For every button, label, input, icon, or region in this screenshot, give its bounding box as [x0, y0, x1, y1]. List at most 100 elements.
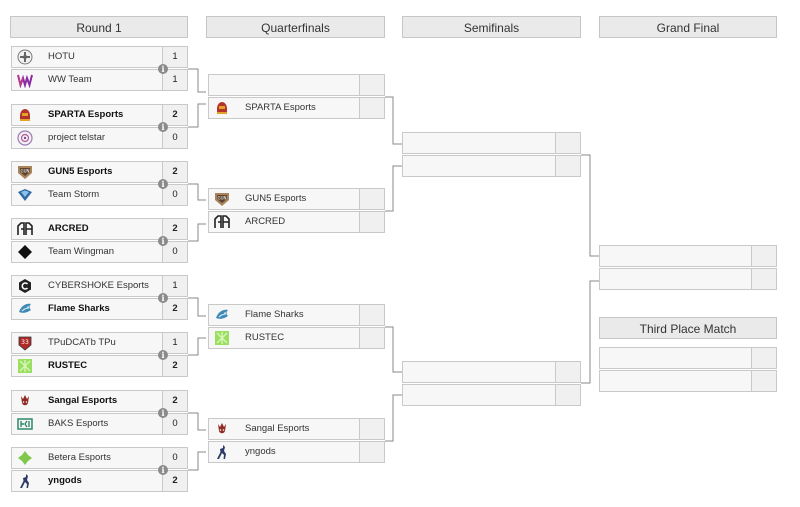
round1-match-7[interactable]: Sangal Esports 2 BAKS Esports 0 i — [11, 390, 188, 436]
round1-match-5-team-top[interactable]: CYBERSHOKE Esports 1 — [11, 275, 188, 297]
team-name: Flame Sharks — [245, 309, 304, 320]
team-name: RUSTEC — [245, 332, 285, 343]
team-name: project telstar — [48, 132, 106, 143]
round-header-round-1: Round 1 — [10, 16, 188, 38]
team-name: RUSTEC — [48, 360, 88, 371]
gun5-logo-icon: GUN — [214, 191, 230, 207]
quarterfinals-match-3-team-bottom[interactable]: RUSTEC — [208, 327, 385, 349]
quarterfinals-match-4-team-bottom[interactable]: yngods — [208, 441, 385, 463]
team-score — [359, 212, 384, 232]
quarterfinals-match-3-team-top[interactable]: Flame Sharks — [208, 304, 385, 326]
round1-match-8[interactable]: Betera Esports 0 yngods 2 i — [11, 447, 188, 493]
team-score: 1 — [162, 47, 187, 67]
arcred-logo-icon — [17, 221, 33, 237]
quarterfinals-match-2[interactable]: GUN GUN5 Esports ARCRED — [208, 188, 385, 234]
ww-team-logo-icon — [17, 72, 33, 88]
grand-final-team-bottom-slot[interactable] — [599, 268, 777, 290]
team-name: Betera Esports — [48, 452, 111, 463]
match-info-icon[interactable]: i — [158, 408, 168, 418]
team-score: 0 — [162, 185, 187, 205]
round1-match-4-team-top[interactable]: ARCRED 2 — [11, 218, 188, 240]
quarterfinals-match-1[interactable]: SPARTA Esports — [208, 74, 385, 120]
svg-text:GUN: GUN — [217, 196, 226, 201]
match-info-icon[interactable]: i — [158, 64, 168, 74]
hotu-logo-icon — [17, 49, 33, 65]
round1-match-2-team-top[interactable]: SPARTA Esports 2 — [11, 104, 188, 126]
score-cell — [555, 156, 580, 176]
quarterfinals-match-4-team-top[interactable]: Sangal Esports — [208, 418, 385, 440]
score-cell — [751, 371, 776, 391]
team-name: Sangal Esports — [245, 423, 310, 434]
rustec-logo-icon — [17, 358, 33, 374]
round1-match-1-team-top[interactable]: HOTU 1 — [11, 46, 188, 68]
telstar-logo-icon — [17, 130, 33, 146]
flame-sharks-logo-icon — [17, 301, 33, 317]
semifinal-match-2[interactable] — [402, 361, 581, 407]
round1-match-2-team-bottom[interactable]: project telstar 0 — [11, 127, 188, 149]
team-name: HOTU — [48, 51, 75, 62]
round1-match-1-team-bottom[interactable]: WW Team 1 — [11, 69, 188, 91]
round1-match-3-team-bottom[interactable]: Team Storm 0 — [11, 184, 188, 206]
tpudcatb-logo-icon: 33 — [17, 335, 33, 351]
grand-final-team-top-slot[interactable] — [599, 245, 777, 267]
team-score — [359, 98, 384, 118]
team-name: GUN5 Esports — [245, 193, 307, 204]
round1-match-4[interactable]: ARCRED 2 Team Wingman 0 i — [11, 218, 188, 264]
match-info-icon[interactable]: i — [158, 293, 168, 303]
round1-match-6-team-top[interactable]: 33 TPuDCATb TPu 1 — [11, 332, 188, 354]
team-score: 0 — [162, 242, 187, 262]
team-name: SPARTA Esports — [48, 109, 124, 120]
round1-match-1[interactable]: HOTU 1 WW Team 1 i — [11, 46, 188, 92]
semifinal-1-team-top-slot[interactable] — [402, 132, 581, 154]
quarterfinals-match-3[interactable]: Flame Sharks RUSTEC — [208, 304, 385, 350]
semifinal-1-team-bottom-slot[interactable] — [402, 155, 581, 177]
third-place-team-bottom-slot[interactable] — [599, 370, 777, 392]
flame-sharks-logo-icon — [214, 307, 230, 323]
score-cell — [555, 362, 580, 382]
storm-logo-icon — [17, 187, 33, 203]
rustec-logo-icon — [214, 330, 230, 346]
round1-match-5[interactable]: CYBERSHOKE Esports 1 Flame Sharks 2 i — [11, 275, 188, 321]
baks-logo-icon — [17, 416, 33, 432]
quarterfinals-match-2-team-bottom[interactable]: ARCRED — [208, 211, 385, 233]
quarterfinals-match-2-team-top[interactable]: GUN GUN5 Esports — [208, 188, 385, 210]
semifinal-2-team-top-slot[interactable] — [402, 361, 581, 383]
team-score — [359, 328, 384, 348]
round1-match-7-team-top[interactable]: Sangal Esports 2 — [11, 390, 188, 412]
team-score — [359, 442, 384, 462]
team-score: 1 — [162, 276, 187, 296]
round1-match-3-team-top[interactable]: GUN GUN5 Esports 2 — [11, 161, 188, 183]
score-cell — [555, 385, 580, 405]
round1-match-2[interactable]: SPARTA Esports 2 project telstar 0 i — [11, 104, 188, 150]
match-info-icon[interactable]: i — [158, 122, 168, 132]
quarterfinals-match-1-team-bottom[interactable]: SPARTA Esports — [208, 97, 385, 119]
team-score: 0 — [162, 128, 187, 148]
round1-match-6-team-bottom[interactable]: RUSTEC 2 — [11, 355, 188, 377]
third-place-team-top-slot[interactable] — [599, 347, 777, 369]
semifinal-2-team-bottom-slot[interactable] — [402, 384, 581, 406]
yngods-logo-icon — [17, 473, 33, 489]
third-place-match[interactable] — [599, 347, 777, 393]
team-score: 2 — [162, 471, 187, 491]
quarterfinals-match-1-team-top[interactable] — [208, 74, 385, 96]
sparta-logo-icon — [214, 100, 230, 116]
round1-match-6[interactable]: 33 TPuDCATb TPu 1 RUSTEC 2 i — [11, 332, 188, 378]
semifinal-match-1[interactable] — [402, 132, 581, 178]
round1-match-8-team-bottom[interactable]: yngods 2 — [11, 470, 188, 492]
round1-match-3[interactable]: GUN GUN5 Esports 2 Team Storm 0 i — [11, 161, 188, 207]
match-info-icon[interactable]: i — [158, 179, 168, 189]
match-info-icon[interactable]: i — [158, 350, 168, 360]
team-score — [359, 419, 384, 439]
match-info-icon[interactable]: i — [158, 465, 168, 475]
team-name: Sangal Esports — [48, 395, 118, 406]
grand-final-match[interactable] — [599, 245, 777, 291]
round1-match-7-team-bottom[interactable]: BAKS Esports 0 — [11, 413, 188, 435]
team-score: 2 — [162, 356, 187, 376]
team-score: 1 — [162, 70, 187, 90]
cybershoke-logo-icon — [17, 278, 33, 294]
quarterfinals-match-4[interactable]: Sangal Esports yngods — [208, 418, 385, 464]
round1-match-5-team-bottom[interactable]: Flame Sharks 2 — [11, 298, 188, 320]
round1-match-8-team-top[interactable]: Betera Esports 0 — [11, 447, 188, 469]
match-info-icon[interactable]: i — [158, 236, 168, 246]
round1-match-4-team-bottom[interactable]: Team Wingman 0 — [11, 241, 188, 263]
